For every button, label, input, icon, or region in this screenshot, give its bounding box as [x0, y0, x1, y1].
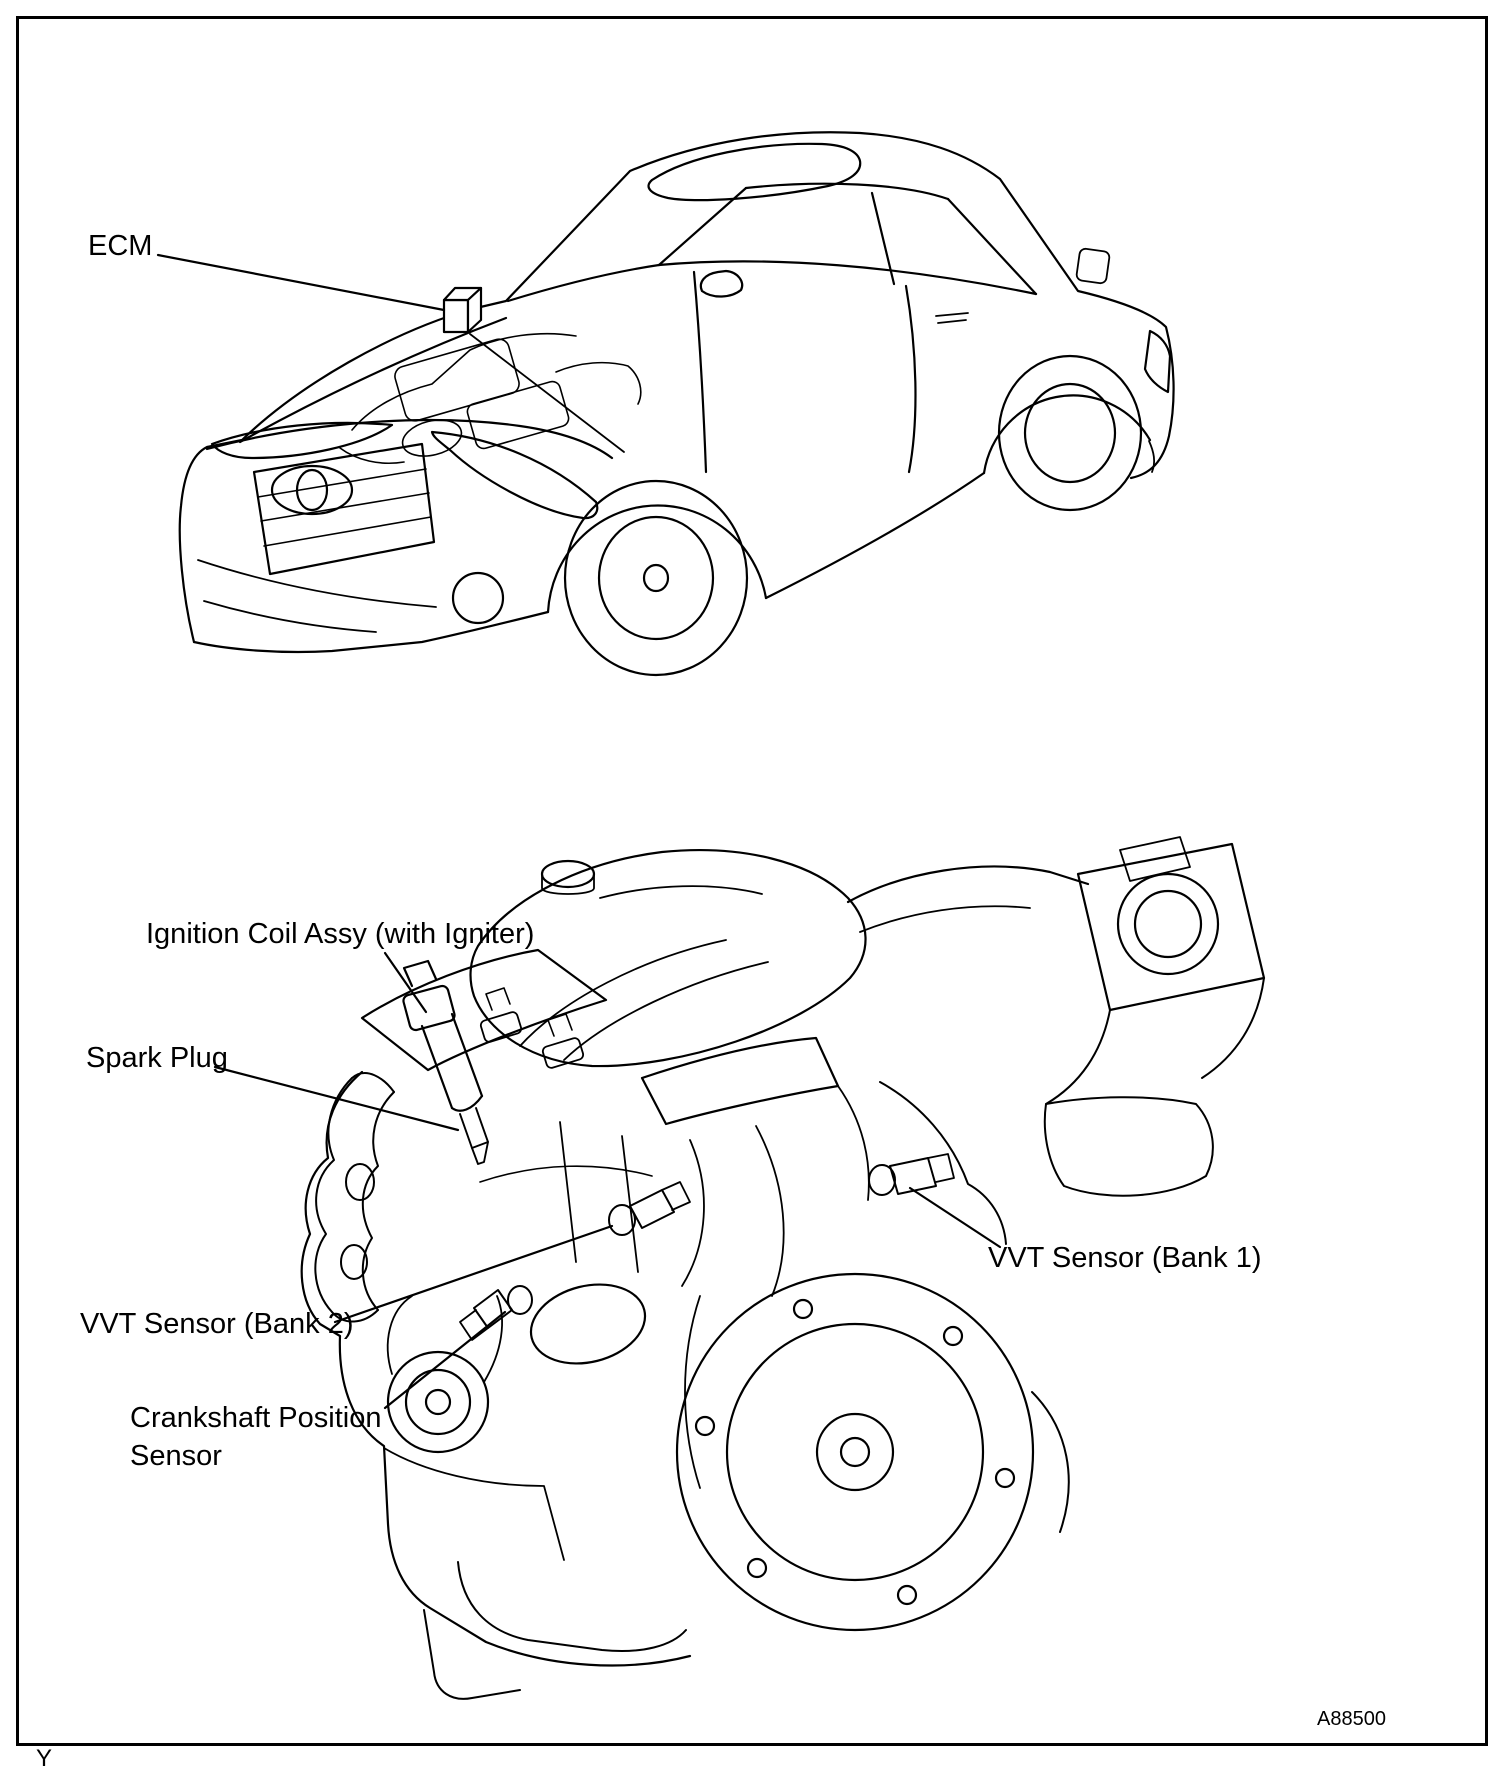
car-mirror	[699, 269, 744, 298]
car-front-wheel	[563, 479, 749, 677]
leader-crankshaft	[383, 1310, 507, 1410]
corner-mark: Y	[36, 1745, 53, 1772]
car-emblem	[270, 464, 354, 516]
leader-vvt-bank1	[908, 1186, 1002, 1249]
crankshaft-position-sensor-part	[459, 1285, 533, 1341]
car-grille	[252, 442, 436, 576]
vvt-sensor-bank2-part	[608, 1181, 691, 1236]
label-spark-plug: Spark Plug	[86, 1042, 228, 1074]
label-ignition-coil: Ignition Coil Assy (with Igniter)	[146, 918, 535, 950]
leader-vvt-bank2	[333, 1224, 614, 1324]
label-crankshaft-line1: Crankshaft Position	[130, 1402, 382, 1434]
leader-lines	[156, 253, 1002, 1410]
engine-bay-components	[339, 332, 642, 465]
throttle-body	[1076, 842, 1266, 1012]
label-crankshaft-position-sensor: Crankshaft Position Sensor	[130, 1400, 381, 1475]
figure-code: A88500	[1317, 1708, 1386, 1730]
car-taillight	[1143, 329, 1172, 394]
car-illustration	[178, 131, 1175, 677]
valve-cover-bank2	[360, 948, 608, 1072]
leader-ignition-coil	[383, 951, 428, 1014]
engine-illustration	[300, 836, 1266, 1700]
vvt-sensor-bank1-part	[868, 1153, 955, 1196]
label-crankshaft-line2: Sensor	[130, 1439, 222, 1472]
intake-plenum	[469, 849, 867, 1068]
label-ecm: ECM	[88, 230, 153, 262]
car-rear-wheel	[997, 354, 1143, 512]
torque-converter	[675, 1272, 1070, 1632]
figure-border	[16, 16, 1488, 1746]
car-sunroof	[647, 142, 862, 202]
label-vvt-sensor-bank2: VVT Sensor (Bank 2)	[80, 1308, 354, 1340]
car-fog-lamp	[451, 571, 505, 625]
leader-ecm	[156, 253, 446, 312]
car-body-outline	[178, 131, 1175, 644]
crank-pulley	[386, 1350, 490, 1454]
ecm-part	[442, 286, 625, 453]
ignition-coil-part	[402, 959, 489, 1165]
leader-spark-plug	[213, 1065, 460, 1132]
car-headlamp-right	[430, 430, 599, 520]
car-headlamp-left	[210, 421, 394, 460]
spark-plug-part	[459, 1107, 489, 1165]
label-vvt-sensor-bank1: VVT Sensor (Bank 1)	[988, 1242, 1262, 1274]
